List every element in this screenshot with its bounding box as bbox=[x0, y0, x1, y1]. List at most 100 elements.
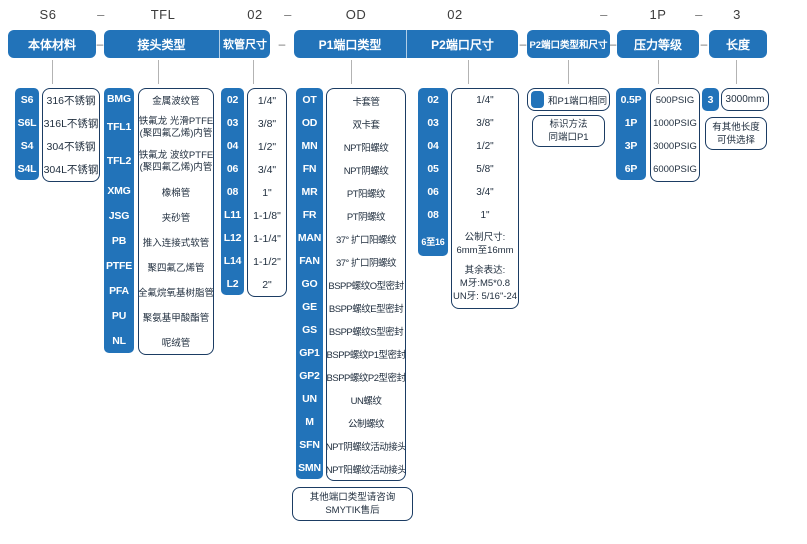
p2-same-as-p1-box: 和P1端口相同 bbox=[527, 88, 610, 111]
desc-cell: 聚氨基甲酸酯管 bbox=[142, 312, 210, 324]
desc-cell: BSPP螺纹P2型密封 bbox=[326, 372, 406, 384]
code-cell: UN bbox=[302, 392, 317, 405]
code-cell: FAN bbox=[299, 254, 320, 267]
code-cell: S4L bbox=[17, 162, 37, 175]
length-value: 3000mm bbox=[725, 94, 765, 105]
desc-cell: 双卡套 bbox=[352, 119, 380, 131]
connector-line bbox=[568, 60, 569, 84]
code-cell: 04 bbox=[427, 139, 439, 152]
desc-cell: 夹砂管 bbox=[161, 212, 191, 224]
desc-cell: 1/4" bbox=[476, 95, 494, 106]
top-code-hose-size: 02 bbox=[247, 7, 263, 22]
header-joint-hose: 接头类型 软管尺寸 bbox=[104, 30, 270, 58]
code-cell: 3P bbox=[624, 139, 638, 152]
code-cell: GO bbox=[301, 277, 318, 290]
desc-cell: 1" bbox=[262, 186, 272, 199]
desc-cell: 500PSIG bbox=[655, 95, 695, 106]
desc-cell: UN螺纹 bbox=[350, 395, 382, 407]
code-cell: 3 bbox=[707, 93, 714, 106]
desc-cell: 聚四氟乙烯管 bbox=[147, 262, 205, 274]
desc-cell: 37° 扩口阴螺纹 bbox=[335, 257, 397, 269]
code-cell: MN bbox=[301, 139, 318, 152]
desc-cell: 304L不锈钢 bbox=[43, 164, 99, 176]
desc-cell: 金属波纹管 bbox=[152, 96, 200, 107]
header-dash: – bbox=[519, 37, 527, 51]
length-note: 有其他长度 可供选择 bbox=[705, 117, 767, 150]
desc-cell: NPT阴螺纹活动接头 bbox=[326, 441, 406, 453]
code-cell: OD bbox=[301, 116, 318, 129]
code-cell: 1P bbox=[624, 116, 638, 129]
note-line: 标识方法 bbox=[549, 119, 588, 130]
top-code-p1-type: OD bbox=[345, 7, 367, 22]
code-cell-metric: 6至16 bbox=[421, 236, 445, 247]
note-line: SMYTIK售后 bbox=[325, 505, 380, 516]
code-cell: GP2 bbox=[299, 369, 320, 382]
code-cell: JSG bbox=[108, 209, 130, 222]
connector-line bbox=[52, 60, 53, 84]
desc-cell: 1/4" bbox=[257, 94, 277, 107]
desc-cell: 37° 扩口阳螺纹 bbox=[335, 234, 397, 246]
top-code-pressure: 1P bbox=[649, 7, 667, 22]
desc-cell: 卡套管 bbox=[352, 96, 380, 108]
note-line: 6mm至16mm bbox=[456, 245, 514, 256]
code-cell: FR bbox=[302, 208, 317, 221]
desc-cell: 1-1/4" bbox=[253, 232, 281, 245]
code-cell: L2 bbox=[226, 277, 239, 290]
note-line: 同端口P1 bbox=[548, 132, 589, 143]
note-line: 可供选择 bbox=[716, 134, 755, 146]
note-line: UN牙: 5/16"-24 bbox=[452, 291, 518, 302]
desc-cell: BSPP螺纹P1型密封 bbox=[326, 349, 406, 361]
code-cell: 02 bbox=[427, 93, 439, 106]
code-cell: TFL2 bbox=[106, 155, 132, 167]
code-cell: 08 bbox=[427, 208, 439, 221]
desc-cell: BSPP螺纹O型密封 bbox=[328, 280, 404, 292]
header-pressure-rating: 压力等级 bbox=[617, 30, 699, 58]
top-code-separator: – bbox=[97, 7, 105, 22]
header-p1-port-type: P1端口类型 bbox=[318, 37, 382, 52]
code-cell: PTFE bbox=[105, 259, 133, 272]
code-cell: M bbox=[305, 415, 314, 428]
code-cell: PB bbox=[111, 234, 127, 247]
note-line: M牙:M5*0.8 bbox=[459, 278, 511, 289]
blank-code-pill bbox=[531, 91, 544, 108]
desc-cell: 推入连接式软管 bbox=[142, 237, 210, 249]
desc-cell: 3/4" bbox=[476, 187, 494, 198]
desc-cell: 3/4" bbox=[257, 163, 277, 176]
code-cell: L14 bbox=[223, 254, 242, 267]
code-cell: 05 bbox=[427, 162, 439, 175]
length-value-box: 3000mm bbox=[721, 88, 769, 111]
code-cell: PFA bbox=[109, 284, 129, 297]
top-code-length: 3 bbox=[733, 7, 741, 22]
code-cell: 06 bbox=[427, 185, 439, 198]
desc-cell: 316L不锈钢 bbox=[43, 118, 99, 130]
desc-cell: 316不锈钢 bbox=[46, 95, 96, 107]
code-cell: BMG bbox=[107, 93, 131, 105]
desc-cell: 橡棉管 bbox=[161, 187, 191, 199]
header-body-material: 本体材料 bbox=[8, 30, 96, 58]
code-cell: SFN bbox=[299, 438, 320, 451]
code-cell: L11 bbox=[224, 208, 241, 221]
code-cell: GS bbox=[302, 323, 317, 336]
connector-line bbox=[351, 60, 352, 84]
desc-cell: 铁氟龙 波纹PTFE(聚四氟乙烯)内管 bbox=[138, 150, 214, 173]
code-cell: OT bbox=[302, 93, 317, 106]
desc-cell: 1/2" bbox=[257, 140, 277, 153]
code-cell: S6L bbox=[17, 116, 37, 129]
connector-line bbox=[468, 60, 469, 84]
p2-marking-note: 标识方法 同端口P1 bbox=[532, 115, 605, 147]
desc-cell: 1-1/2" bbox=[253, 255, 281, 268]
header-joint-type: 接头类型 bbox=[137, 37, 186, 52]
desc-cell: NPT阳螺纹 bbox=[343, 142, 389, 154]
connector-line bbox=[158, 60, 159, 84]
desc-cell: 公制螺纹 bbox=[347, 418, 385, 430]
desc-cell: PT阴螺纹 bbox=[346, 211, 386, 223]
desc-cell: 1/2" bbox=[476, 141, 494, 152]
desc-cell: NPT阴螺纹 bbox=[343, 165, 389, 177]
code-cell: 0.5P bbox=[620, 93, 642, 106]
